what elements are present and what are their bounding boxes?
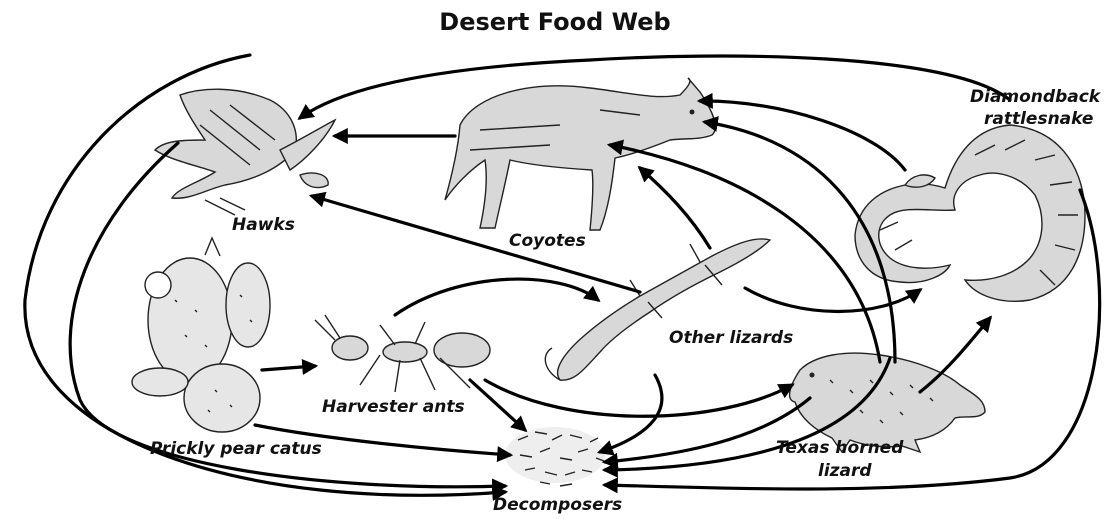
label-other-lizards: Other lizards <box>669 327 793 349</box>
arrow-other-lizards-to-rattlesnake <box>745 288 920 312</box>
label-horned-lizard-line2: lizard <box>818 460 872 482</box>
other-lizard-illustration <box>545 239 770 380</box>
cactus-illustration <box>132 238 270 432</box>
label-coyotes: Coyotes <box>509 230 586 252</box>
label-cactus: Prickly pear catus <box>150 438 322 460</box>
arrow-hawks-to-decomposers <box>70 143 505 487</box>
label-hawks: Hawks <box>232 214 295 236</box>
arrow-other-lizards-to-hawks <box>312 196 640 292</box>
rattlesnake-illustration <box>855 125 1085 301</box>
arrow-cactus-to-ants <box>262 366 315 370</box>
ant-illustration <box>315 315 490 392</box>
arrow-ants-to-other-lizards <box>395 279 598 315</box>
label-rattlesnake-line2: rattlesnake <box>984 108 1093 130</box>
label-horned-lizard-line1: Texas horned <box>776 437 903 459</box>
arrow-other-lizards-to-coyotes <box>640 168 710 248</box>
label-rattlesnake-line1: Diamondback <box>970 86 1100 108</box>
hawk-illustration <box>155 89 335 215</box>
label-harvester-ants: Harvester ants <box>322 396 465 418</box>
coyote-illustration <box>445 78 715 230</box>
arrow-ants-to-horned-lizard <box>485 380 792 416</box>
decomposers-illustration <box>505 427 605 486</box>
label-decomposers: Decomposers <box>493 494 622 516</box>
